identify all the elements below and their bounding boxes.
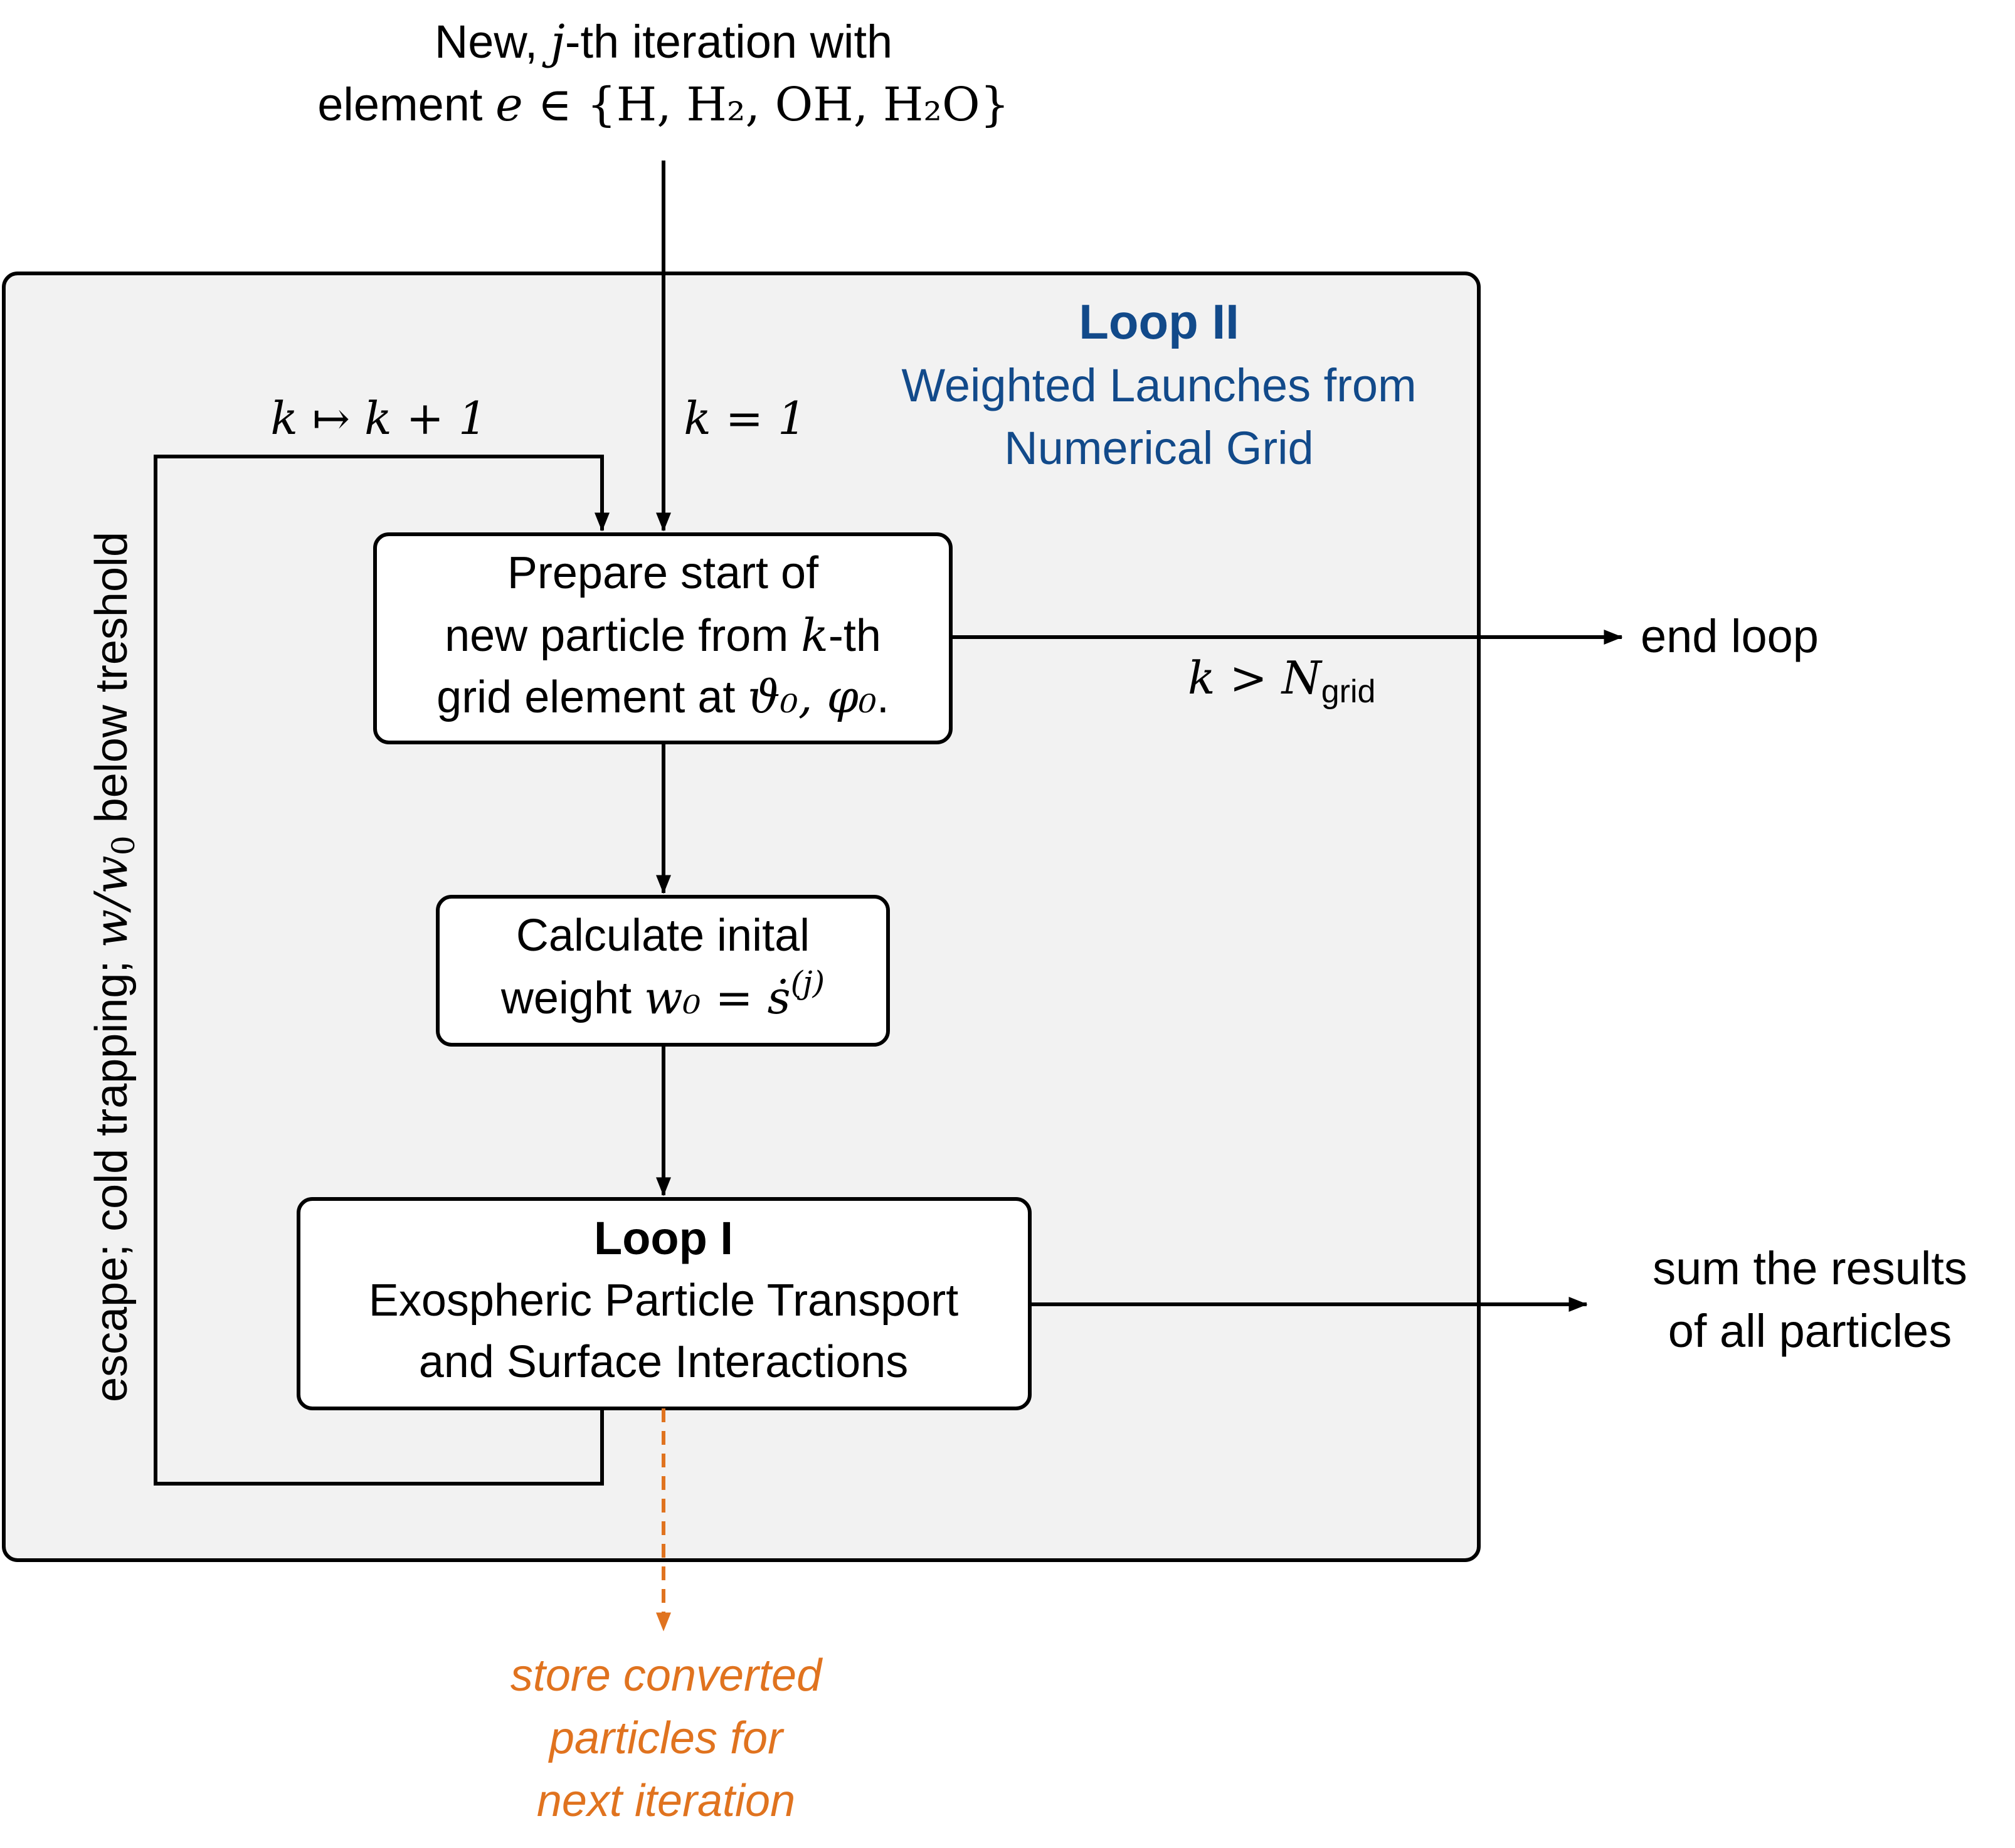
top-input-line2: element e ∈ {H, H₂, OH, H₂O} xyxy=(317,78,1010,132)
prepare-line1: Prepare start of xyxy=(507,548,819,598)
sum-results-line2: of all particles xyxy=(1668,1305,1952,1357)
prepare-line3: grid element at ϑ₀, φ₀. xyxy=(436,670,889,723)
store-converted-line3: next iteration xyxy=(537,1776,795,1826)
end-loop-label: end loop xyxy=(1641,610,1819,662)
feedback-loop-line xyxy=(154,455,610,1486)
top-input-line1: New, j-th iteration with xyxy=(435,15,892,69)
sum-results-line1: sum the results xyxy=(1653,1242,1967,1294)
weight-line2: weight w₀ = ṡ(j) xyxy=(500,964,825,1024)
loop-i-title: Loop I xyxy=(594,1212,733,1264)
k-increment-label: k ↦ k + 1 xyxy=(270,392,487,445)
store-converted-line1: store converted xyxy=(510,1650,823,1701)
store-converted-line2: particles for xyxy=(548,1713,785,1763)
loop-ii-title: Loop II xyxy=(1079,294,1239,349)
loop-i-line1: Exospheric Particle Transport xyxy=(369,1275,958,1326)
loop-ii-subtitle-line1: Weighted Launches from xyxy=(901,359,1416,411)
k-end-condition: k > Ngrid xyxy=(1188,652,1375,710)
loop-i-line2: and Surface Interactions xyxy=(419,1337,908,1387)
loop-ii-subtitle-line2: Numerical Grid xyxy=(1004,422,1313,474)
weight-line1: Calculate inital xyxy=(516,911,810,961)
k-init-label: k = 1 xyxy=(684,392,807,445)
feedback-condition-label: escape; cold trapping; w/w0 below tresho… xyxy=(85,532,142,1402)
prepare-line2: new particle from k-th xyxy=(445,609,881,662)
